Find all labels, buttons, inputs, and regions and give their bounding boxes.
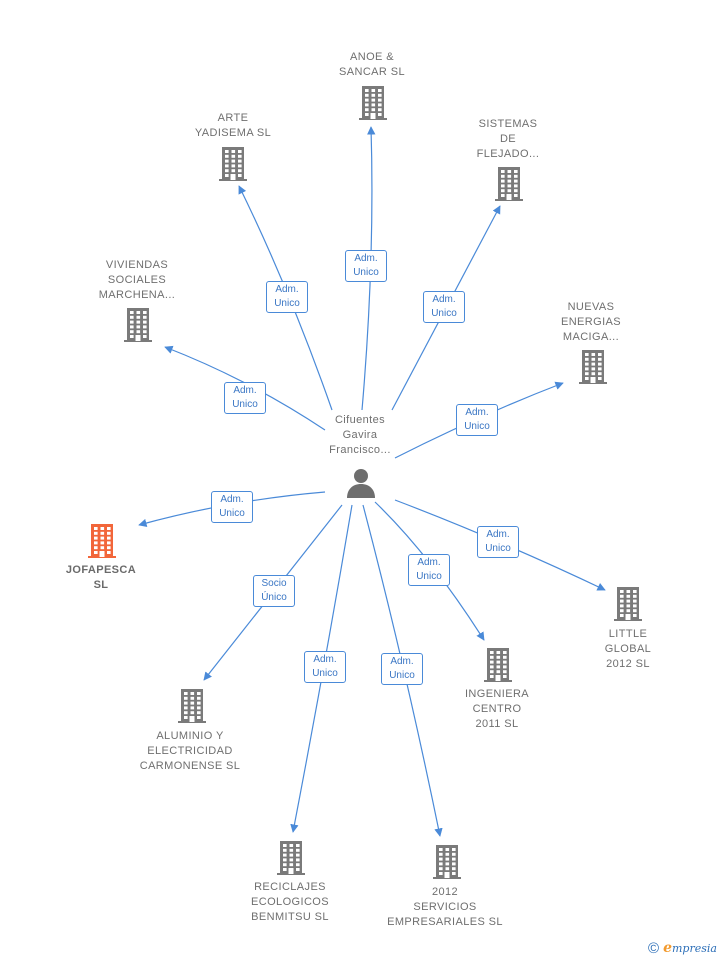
role-badge-jofapesca[interactable]: Adm. Unico xyxy=(211,491,253,523)
company-label-aluminio[interactable]: ALUMINIO Y ELECTRICIDAD CARMONENSE SL xyxy=(139,730,241,772)
company-label-little[interactable]: LITTLE GLOBAL 2012 SL xyxy=(604,628,652,670)
building-icon[interactable] xyxy=(177,689,207,723)
role-badge-nuevas[interactable]: Adm. Unico xyxy=(456,404,498,436)
company-label-jofapesca[interactable]: JOFAPESCA SL xyxy=(65,564,137,591)
brand-logo: empresia xyxy=(663,940,717,956)
role-badge-little[interactable]: Adm. Unico xyxy=(477,526,519,558)
company-label-sistemas[interactable]: SISTEMAS DE FLEJADO... xyxy=(476,118,540,160)
company-label-nuevas[interactable]: NUEVAS ENERGIAS MACIGA... xyxy=(560,301,622,343)
role-badge-aluminio[interactable]: Socio Único xyxy=(253,575,295,607)
copyright-icon: © xyxy=(648,939,660,957)
role-badge-reciclajes[interactable]: Adm. Unico xyxy=(304,651,346,683)
role-badge-viviendas[interactable]: Adm. Unico xyxy=(224,382,266,414)
role-badge-servicios[interactable]: Adm. Unico xyxy=(381,653,423,685)
role-badge-anoe[interactable]: Adm. Unico xyxy=(345,250,387,282)
building-icon[interactable] xyxy=(494,167,524,201)
building-icon[interactable] xyxy=(123,308,153,342)
building-icon[interactable] xyxy=(613,587,643,621)
company-label-viviendas[interactable]: VIVIENDAS SOCIALES MARCHENA... xyxy=(98,259,176,301)
building-icon[interactable] xyxy=(276,841,306,875)
company-label-servicios[interactable]: 2012 SERVICIOS EMPRESARIALES SL xyxy=(387,886,503,928)
building-icon[interactable] xyxy=(483,648,513,682)
building-icon[interactable] xyxy=(432,845,462,879)
role-badge-arte[interactable]: Adm. Unico xyxy=(266,281,308,313)
building-icon[interactable] xyxy=(218,147,248,181)
building-icon[interactable] xyxy=(87,524,117,558)
company-label-reciclajes[interactable]: RECICLAJES ECOLOGICOS BENMITSU SL xyxy=(251,881,329,923)
role-badge-sistemas[interactable]: Adm. Unico xyxy=(423,291,465,323)
role-badge-ingeniera[interactable]: Adm. Unico xyxy=(408,554,450,586)
building-icon[interactable] xyxy=(358,86,388,120)
company-label-anoe[interactable]: ANOE & SANCAR SL xyxy=(339,51,405,78)
person-icon[interactable] xyxy=(345,467,377,499)
company-label-ingeniera[interactable]: INGENIERA CENTRO 2011 SL xyxy=(464,688,530,730)
company-label-arte[interactable]: ARTE YADISEMA SL xyxy=(194,112,272,139)
center-person-label[interactable]: Cifuentes Gavira Francisco... xyxy=(329,414,391,456)
footer-brand: © empresia xyxy=(648,938,717,958)
building-icon[interactable] xyxy=(578,350,608,384)
